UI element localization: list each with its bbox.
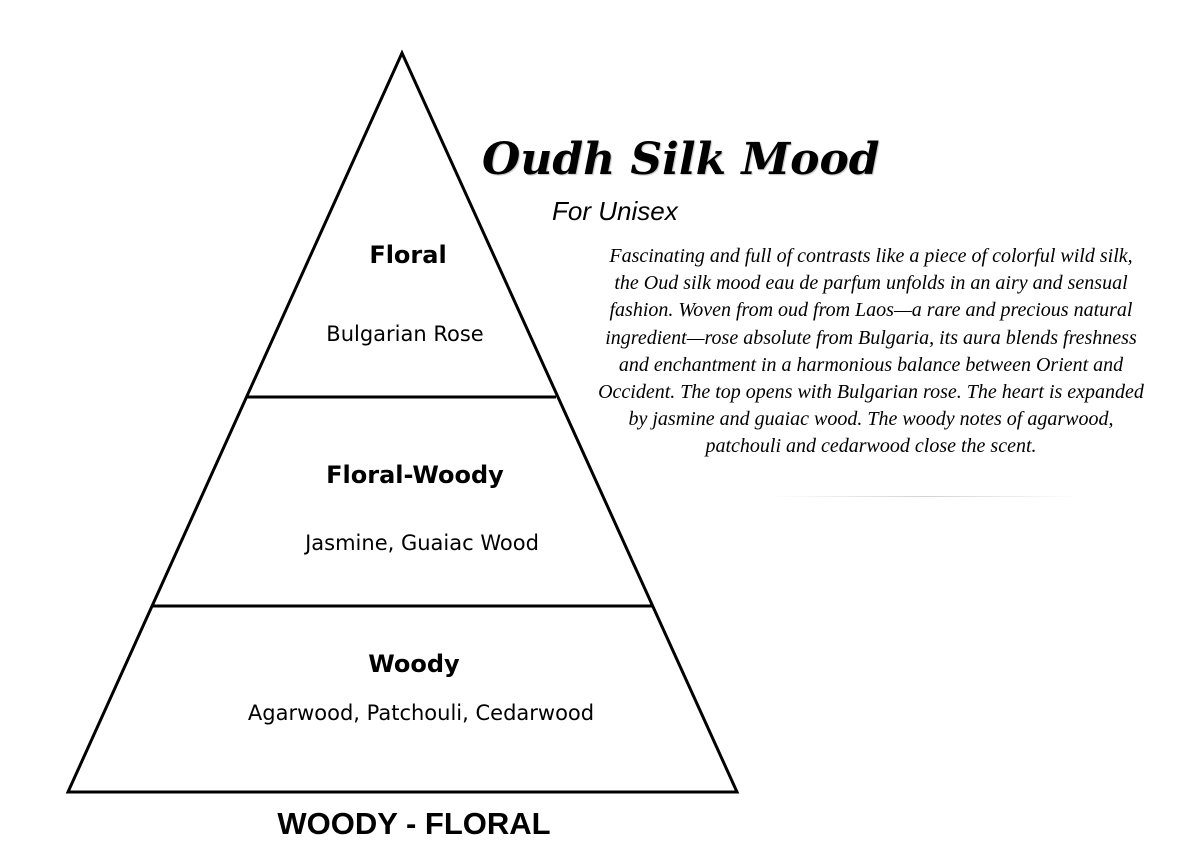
description-divider — [770, 496, 1080, 497]
page-title: Oudh Silk Mood — [482, 134, 880, 185]
pyramid-outline — [65, 49, 740, 794]
tier-top-name: Floral — [369, 241, 447, 269]
tier-middle-name: Floral-Woody — [326, 461, 504, 489]
fragrance-category: WOODY - FLORAL — [277, 806, 551, 841]
tier-base-name: Woody — [368, 650, 460, 678]
tier-base-notes: Agarwood, Patchouli, Cedarwood — [247, 701, 595, 725]
tier-top-notes: Bulgarian Rose — [326, 322, 484, 346]
tier-middle-notes: Jasmine, Guaiac Wood — [305, 531, 539, 555]
page-subtitle: For Unisex — [552, 196, 678, 226]
fragrance-description: Fascinating and full of contrasts like a… — [598, 245, 1144, 458]
